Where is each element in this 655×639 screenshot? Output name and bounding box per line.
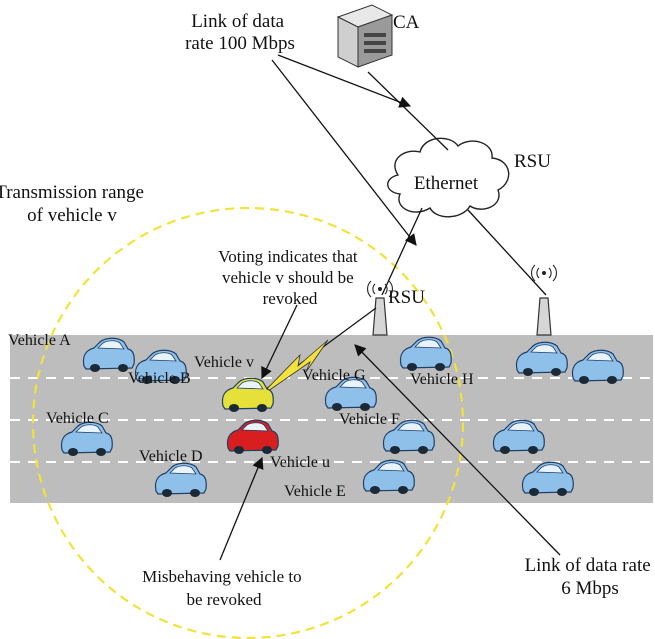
vehicle-v-label: Vehicle v (194, 354, 254, 371)
vehicle-a-label: Vehicle A (8, 332, 71, 349)
link-100mbps-label: Link of data rate 100 Mbps (185, 11, 295, 54)
rsu-top-label: RSU (514, 151, 551, 172)
link-ethernet-rsu-left (381, 207, 423, 296)
vehicle-b-label: Vehicle B (128, 370, 191, 387)
voting-label: Voting indicates that vehicle v should b… (218, 247, 362, 308)
vehicle-f-label: Vehicle F (339, 411, 400, 428)
transmission-range-label: Transmission range of vehicle v (0, 182, 149, 226)
vehicle-c-label: Vehicle C (46, 410, 109, 427)
arrow-to-ca-link (277, 54, 412, 108)
lightning-icon (257, 339, 329, 399)
rsu-tower-right-icon (531, 264, 557, 336)
rsu-left-label: RSU (388, 287, 425, 308)
vehicle-u-label: Vehicle u (270, 454, 330, 471)
link-ca-ethernet (367, 71, 449, 151)
vehicle-h-label: Vehicle H (410, 371, 474, 388)
misbehaving-label: Misbehaving vehicle to be revoked (142, 567, 306, 609)
arrow-to-rsu-link (271, 59, 417, 246)
ca-server-icon (336, 4, 394, 68)
arrow-misbehaving-to-vehicle-u (219, 456, 264, 561)
transmission-range-circle (31, 206, 465, 639)
rsu-tower-left-icon (367, 280, 393, 336)
vehicle-e-label: Vehicle E (284, 483, 346, 500)
arrow-6mbps-link (354, 344, 561, 556)
arrow-voting-to-vehicle-v (261, 304, 298, 380)
link-6mbps-label: Link of data rate 6 Mbps (525, 555, 655, 599)
ca-label: CA (393, 12, 420, 33)
ethernet-label: Ethernet (414, 173, 479, 194)
vehicle-g-label: Vehicle G (302, 367, 366, 384)
ethernet-cloud-icon (387, 137, 510, 218)
link-ethernet-rsu-right (467, 209, 547, 296)
vehicle-d-label: Vehicle D (139, 448, 203, 465)
